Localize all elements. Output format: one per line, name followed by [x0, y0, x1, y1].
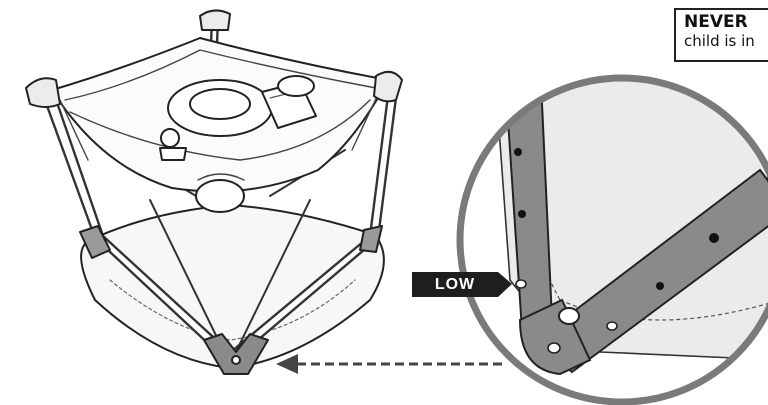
- warning-text: child is in: [684, 32, 755, 50]
- playard: [25, 9, 403, 375]
- playard-lower-fabric: [80, 204, 385, 369]
- callout-arrow: [276, 354, 502, 374]
- low-position-label: LOW: [434, 276, 476, 293]
- corner-cap-right: [373, 70, 403, 103]
- leg-bracket-left: [79, 225, 111, 259]
- corner-cap-left: [25, 77, 61, 108]
- adjust-hole-low: [515, 279, 527, 289]
- warning-title: NEVER: [684, 12, 748, 32]
- zoom-detail: [456, 74, 768, 405]
- center-hub: [195, 179, 245, 213]
- low-label-bg: [412, 272, 512, 297]
- leg-bracket-right: [359, 225, 383, 253]
- corner-cap-top: [199, 9, 231, 31]
- warning-box: NEVER child is in: [674, 8, 768, 62]
- leg-bracket-bottom: [203, 333, 269, 375]
- corner-joint: [518, 298, 592, 376]
- zoom-frame: [456, 74, 768, 405]
